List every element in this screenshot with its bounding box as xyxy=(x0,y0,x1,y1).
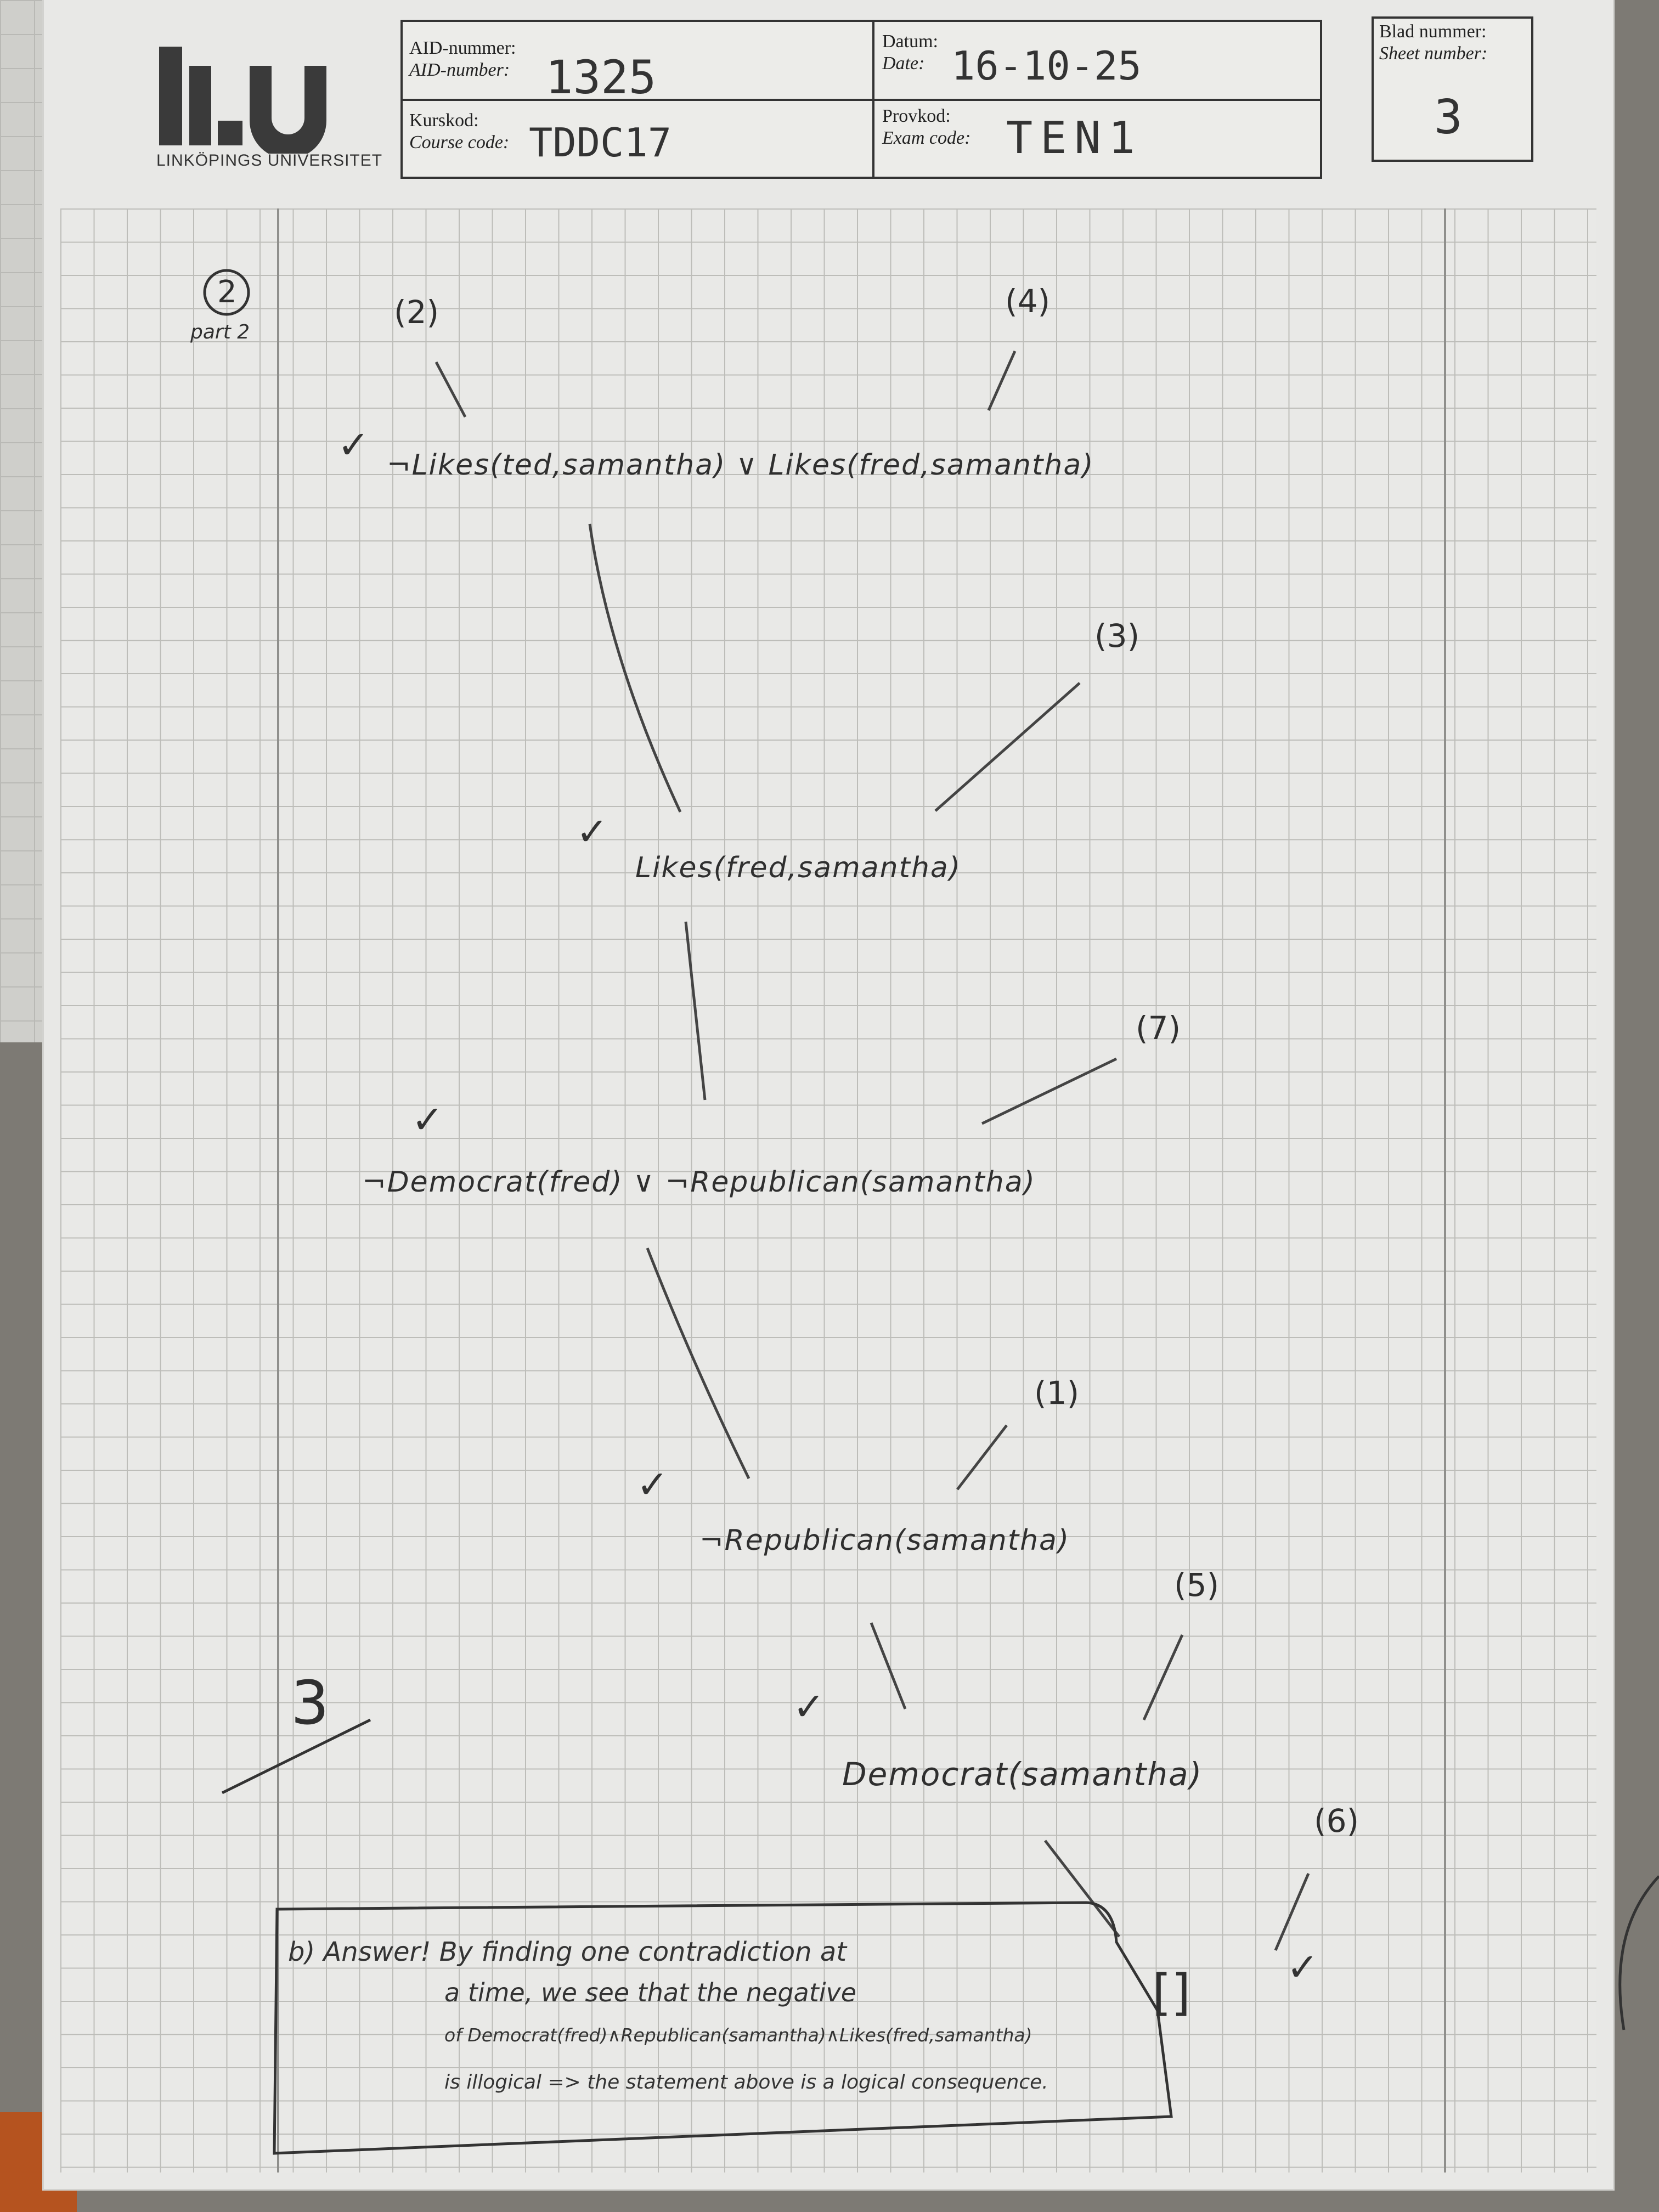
step5-ref: (5) xyxy=(1174,1566,1220,1604)
answer-line-4: is illogical => the statement above is a… xyxy=(444,2071,1048,2094)
header-info-box: AID-nummer: AID-number: 1325 Datum: Date… xyxy=(400,20,1322,179)
university-logo: LINKÖPINGS UNIVERSITET xyxy=(156,44,382,170)
step4-formula: ¬Republican(samantha) xyxy=(699,1524,1070,1557)
step2-ref: (3) xyxy=(1094,617,1140,654)
aid-label: AID-nummer: AID-number: xyxy=(409,38,516,80)
date-label: Datum: Date: xyxy=(882,31,938,74)
step1-formula: ¬Likes(ted,samantha) ∨ Likes(fred,samant… xyxy=(387,449,1094,482)
course-code-label: Kurskod: Course code: xyxy=(409,110,510,153)
step1-ref-right: (4) xyxy=(1005,283,1051,320)
step3-formula: ¬Democrat(fred) ∨ ¬Republican(samantha) xyxy=(362,1166,1036,1199)
header-grid-lines xyxy=(400,20,1322,179)
exam-code-label: Provkod: Exam code: xyxy=(882,106,971,148)
answer-line-1: b) Answer! By finding one contradiction … xyxy=(288,1937,847,1967)
step1-ref-left: (2) xyxy=(394,294,439,331)
step3-check: ✓ xyxy=(411,1097,444,1142)
liu-logo-icon xyxy=(159,47,326,154)
step5-formula: Democrat(samantha) xyxy=(842,1756,1203,1793)
grade-score: 3 xyxy=(291,1668,329,1738)
aid-value: 1325 xyxy=(545,50,657,104)
answer-line-3: of Democrat(fred)∧Republican(samantha)∧L… xyxy=(444,2024,1032,2046)
step1-check: ✓ xyxy=(337,422,370,467)
sheet-number-label: Blad nummer: Sheet number: xyxy=(1379,21,1488,64)
step3-ref: (7) xyxy=(1136,1009,1181,1047)
right-margin-line xyxy=(1444,208,1446,2172)
step2-formula: Likes(fred,samantha) xyxy=(635,851,962,884)
step6-check: ✓ xyxy=(1286,1945,1319,1990)
sheet-number-box: Blad nummer: Sheet number: 3 xyxy=(1372,16,1533,162)
step5-check: ✓ xyxy=(793,1684,825,1729)
step4-check: ✓ xyxy=(636,1462,669,1507)
grid-area xyxy=(60,208,1596,2172)
step6-empty-clause: [] xyxy=(1152,1964,1191,2022)
course-code-value: TDDC17 xyxy=(529,120,672,166)
step4-ref: (1) xyxy=(1034,1374,1080,1412)
sheet-number-value: 3 xyxy=(1434,90,1463,145)
logo-wordmark: LINKÖPINGS UNIVERSITET xyxy=(156,151,383,170)
date-value: 16-10-25 xyxy=(951,43,1142,89)
step2-check: ✓ xyxy=(576,809,608,854)
exam-code-value: TEN1 xyxy=(1006,112,1143,163)
question-number: 2 xyxy=(217,274,237,310)
answer-line-2: a time, we see that the negative xyxy=(444,1978,857,2007)
left-margin-line xyxy=(277,208,279,2172)
step6-ref: (6) xyxy=(1314,1802,1359,1839)
question-part: part 2 xyxy=(190,321,250,343)
